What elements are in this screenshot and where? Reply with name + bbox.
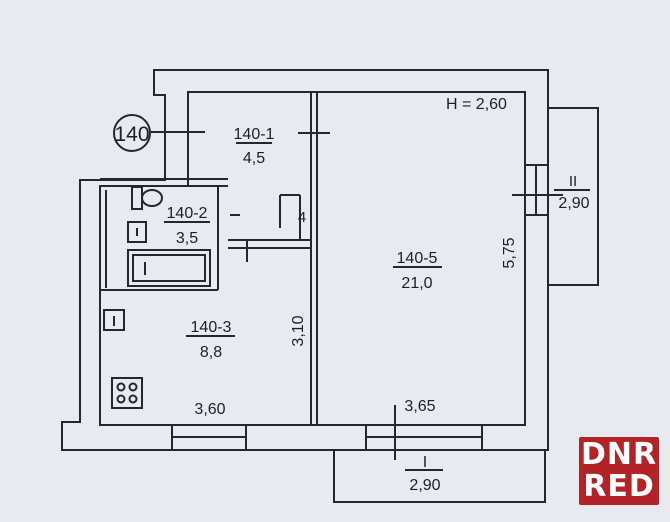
dimension-kitchen-width: 3,60	[194, 401, 225, 418]
watermark-line-1: DNR	[580, 437, 658, 472]
bathtub	[127, 249, 211, 287]
balcony-ii-outline	[548, 107, 599, 286]
balcony-i-outline	[333, 450, 546, 503]
room-id-140-2: 140-2	[167, 205, 208, 222]
stove	[111, 377, 143, 409]
room-id-140-5: 140-5	[397, 250, 438, 267]
sink	[127, 221, 147, 243]
balcony-ii-numeral: II	[569, 173, 577, 190]
inner-wall-outline	[99, 91, 526, 426]
toilet	[131, 186, 143, 210]
outer-wall	[61, 69, 549, 451]
balcony-i-numeral: I	[423, 454, 427, 471]
room-id-140-1: 140-1	[234, 126, 275, 143]
height-label: H = 2,60	[446, 96, 507, 113]
building-number: 140	[114, 123, 149, 146]
dimension-room-width: 3,65	[404, 398, 435, 415]
dimension-kitchen-depth: 3,10	[290, 315, 307, 346]
room-area-140-3: 8,8	[200, 344, 222, 361]
room-area-140-5: 21,0	[401, 275, 432, 292]
dnr-red-watermark: DNR RED	[579, 437, 659, 505]
room-area-140-1: 4,5	[243, 150, 265, 167]
building-number-circle	[113, 114, 151, 152]
dimension-cabinet: 4	[298, 209, 306, 226]
watermark-line-2: RED	[583, 469, 655, 504]
kitchen-sink	[103, 309, 125, 331]
room-area-140-2: 3,5	[176, 230, 198, 247]
room-id-140-3: 140-3	[191, 319, 232, 336]
balcony-i-length: 2,90	[409, 477, 440, 494]
balcony-ii-length: 2,90	[558, 195, 589, 212]
dimension-room-depth: 5,75	[501, 237, 518, 268]
